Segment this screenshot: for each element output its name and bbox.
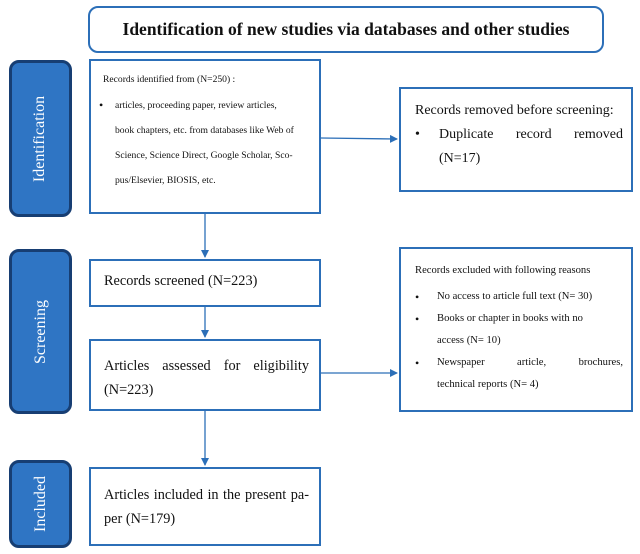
excluded-reason: Books or chapter in books with no access…	[415, 308, 623, 352]
included-word: the	[223, 487, 241, 503]
stage-screening: Screening	[9, 249, 72, 414]
excluded-reason: No access to article full text (N= 30)	[415, 286, 623, 308]
removed-word: record	[515, 127, 552, 142]
excluded-word: Newspaper	[437, 357, 485, 368]
excluded-reason-text: Books or chapter in books with no	[437, 313, 583, 324]
included-word: pa-	[290, 487, 309, 503]
records-removed-bullet: Duplicate record removed (N=17)	[415, 123, 623, 171]
included-word: present	[244, 487, 287, 503]
removed-count: (N=17)	[439, 151, 481, 166]
eligibility-word: assessed	[162, 358, 211, 374]
records-excluded-box: Records excluded with following reasons …	[399, 247, 633, 412]
records-removed-box: Records removed before screening: Duplic…	[399, 87, 633, 192]
records-screened-box: Records screened (N=223)	[89, 259, 321, 307]
included-word: Articles	[104, 487, 150, 503]
records-identified-line: pus/Elsevier, BIOSIS, etc.	[115, 175, 216, 186]
records-removed-lead: Records removed before screening:	[415, 103, 614, 118]
excluded-word: article,	[517, 357, 547, 368]
eligibility-word: eligibility	[253, 358, 309, 374]
records-identified-line: articles, proceeding paper, review artic…	[115, 100, 277, 111]
excluded-reason-text: No access to article full text (N= 30)	[437, 291, 593, 302]
excluded-reason: Newspaper article, brochures, technical …	[415, 352, 623, 396]
included-word: included	[153, 487, 203, 503]
included-count: per (N=179)	[104, 511, 176, 527]
removed-word: removed	[574, 127, 623, 142]
records-excluded-lead: Records excluded with following reasons	[415, 265, 591, 276]
included-word: in	[207, 487, 219, 503]
excluded-reason-text: access (N= 10)	[437, 335, 501, 346]
excluded-word: brochures,	[578, 357, 623, 368]
arrow-identified-to-removed	[320, 134, 398, 143]
included-box: Articles included in the present pa- per…	[89, 467, 321, 546]
eligibility-word: for	[223, 358, 241, 374]
removed-word: Duplicate	[439, 127, 494, 142]
records-screened-text: Records screened (N=223)	[104, 273, 258, 289]
eligibility-word: Articles	[104, 358, 150, 374]
records-identified-bullet: articles, proceeding paper, review artic…	[99, 93, 311, 193]
eligibility-box: Articles assessed for eligibility (N=223…	[89, 339, 321, 411]
eligibility-count: (N=223)	[104, 382, 154, 398]
excluded-reason-text: technical reports (N= 4)	[437, 379, 539, 390]
records-identified-line: book chapters, etc. from databases like …	[115, 125, 294, 136]
records-identified-lead: Records identified from (N=250) :	[103, 74, 236, 85]
records-identified-box: Records identified from (N=250) : articl…	[89, 59, 321, 214]
diagram-title: Identification of new studies via databa…	[88, 6, 604, 53]
stage-identification: Identification	[9, 60, 72, 217]
records-identified-line: Science, Science Direct, Google Scholar,…	[115, 150, 293, 161]
stage-included: Included	[9, 460, 72, 548]
